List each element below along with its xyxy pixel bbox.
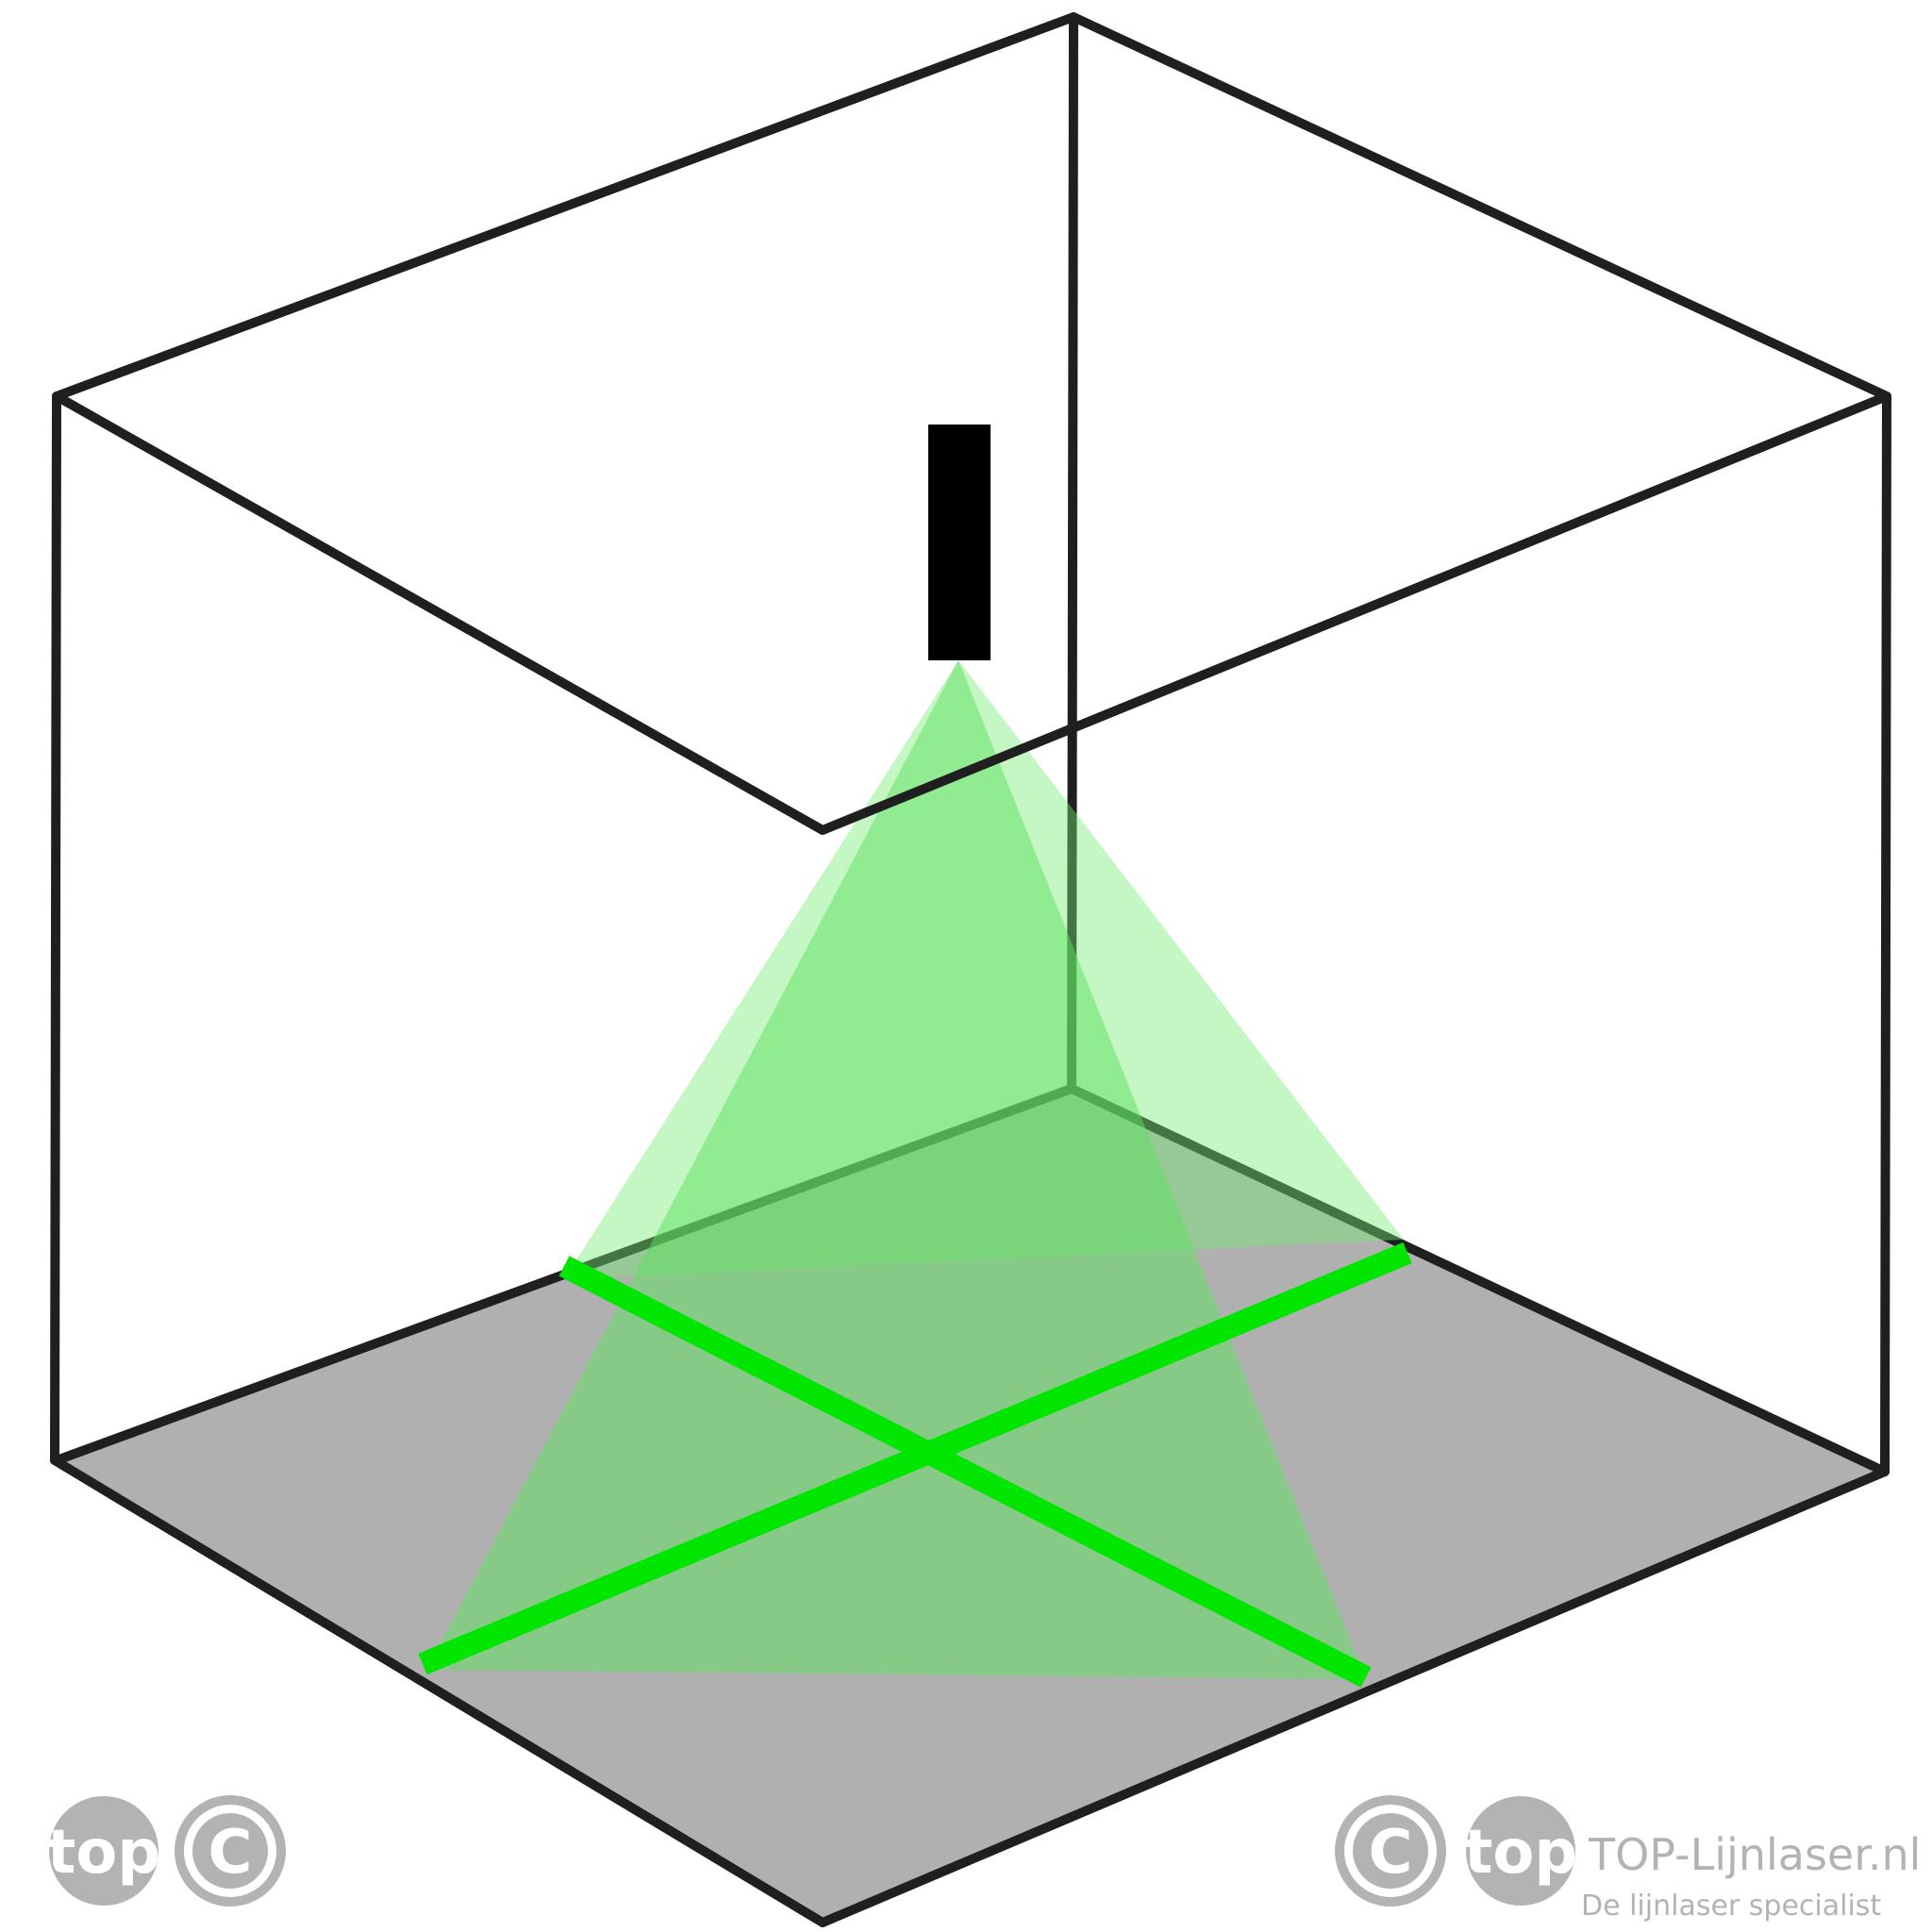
back-right-floor-edge — [1067, 1084, 1890, 1476]
copyright-letter-right: C — [1369, 1818, 1413, 1888]
back-vertical-edge — [1067, 12, 1078, 1093]
laser-line-a — [558, 1256, 1372, 1688]
brand-name: TOP-Lijnlaser.nl — [1588, 1829, 1921, 1880]
laser-device-icon — [928, 425, 991, 660]
copyright-icon: C — [1335, 1795, 1446, 1907]
watermark-right: C top TOP-Lijnlaser.nl De lijnlaser spec… — [1335, 1795, 1921, 1923]
laser-line-b — [418, 1241, 1412, 1675]
brand-tagline: De lijnlaser specialist — [1581, 1890, 1881, 1923]
watermark-left: top C — [47, 1795, 286, 1907]
top-logo-icon: top — [47, 1796, 160, 1906]
copyright-letter: C — [208, 1818, 253, 1888]
top-logo-icon: top — [1464, 1796, 1577, 1906]
front-right-floor-edge — [818, 1467, 1890, 1927]
room-front-edges — [50, 12, 1891, 1927]
laser-beam-right — [426, 660, 1366, 1679]
laser-cross — [418, 1241, 1412, 1688]
laser-beams — [426, 660, 1404, 1679]
right-vertical-edge — [1880, 391, 1891, 1476]
top-logo-text: top — [47, 1818, 160, 1888]
top-logo-text-right: top — [1464, 1818, 1577, 1888]
left-vertical-edge — [50, 391, 61, 1465]
front-left-floor-edge — [50, 1456, 827, 1927]
copyright-icon: C — [175, 1795, 286, 1907]
